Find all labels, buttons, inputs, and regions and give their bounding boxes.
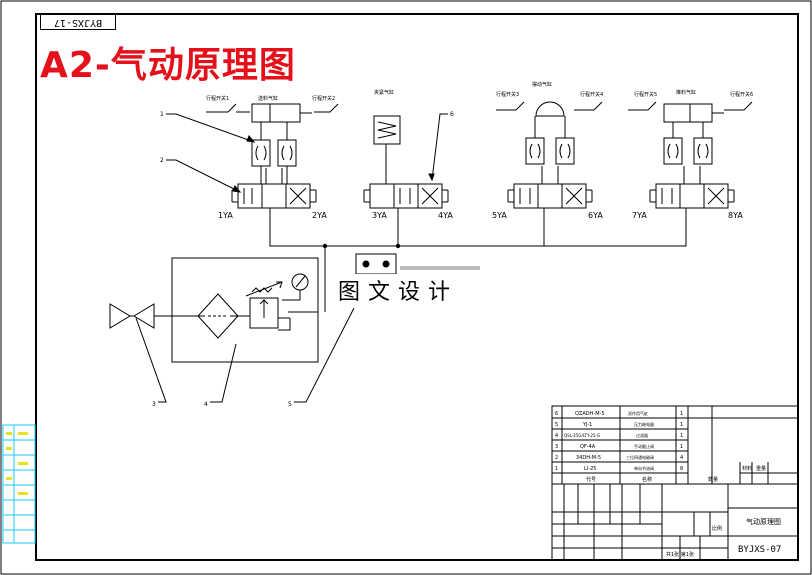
switch-label-5: 行程开关5 [634, 91, 657, 98]
callout-5: 5 [288, 401, 292, 408]
parts-list-text: 6 QZADH-M-5 双作用气缸 1 5 YJ-1 压力继电器 1 4 QSL… [555, 410, 781, 558]
coil-label-3ya: 3YA [372, 211, 387, 220]
part-row-2-code: 34DH-M-5 [576, 455, 601, 461]
drawing-name: 气动原理图 [746, 517, 781, 526]
drawing-frame [35, 13, 799, 561]
header-name: 名称 [642, 476, 652, 483]
part-row-5-name: 压力继电器 [634, 421, 654, 427]
part-row-6-name: 双作用气缸 [628, 410, 648, 416]
part-row-5-no: 5 [555, 422, 558, 428]
callout-3: 3 [152, 401, 156, 408]
callout-leaders [135, 113, 448, 403]
switch-label-1: 行程开关1 [206, 95, 229, 102]
part-row-4-code: QSL-25G/LTY-25-G [564, 433, 600, 438]
watermark-text: 图文设计 [336, 274, 461, 306]
part-row-1-code: LI-25 [584, 466, 596, 472]
header-scale: 比例 [712, 525, 722, 532]
part-row-2-name: 三位四通电磁阀 [626, 454, 654, 460]
part-row-6-code: QZADH-M-5 [575, 411, 605, 417]
actuator-label-4: 推料气缸 [676, 89, 696, 96]
part-row-1-no: 1 [555, 466, 558, 472]
callout-4: 4 [204, 401, 208, 408]
switch-label-2: 行程开关2 [312, 95, 335, 102]
part-row-5-code: YJ-1 [582, 422, 592, 428]
actuator-label-2: 夹紧气缸 [374, 89, 394, 96]
pressure-regulator-symbol [245, 281, 291, 331]
shutoff-valve-symbol [109, 303, 155, 329]
part-row-4-no: 4 [555, 433, 558, 439]
valve-group-3 [496, 101, 603, 209]
switch-label-6: 行程开关6 [730, 91, 753, 98]
filter-symbol [197, 293, 239, 339]
valve-group-2 [363, 115, 449, 209]
actuator-label-3: 摆动气缸 [532, 81, 552, 88]
coil-label-2ya: 2YA [312, 211, 327, 220]
drawing-code: BYJXS-07 [738, 545, 781, 555]
sheet-info: 共1张 第1张 [666, 551, 694, 558]
rotated-drawing-number: BYJXS-17 [40, 14, 116, 30]
part-row-6-qty: 1 [680, 411, 683, 417]
coil-label-4ya: 4YA [438, 211, 453, 220]
binding-strip [2, 424, 36, 544]
frl-unit-enclosure [171, 257, 319, 363]
part-row-3-no: 3 [555, 444, 558, 450]
part-row-2-qty: 4 [680, 455, 683, 461]
valve-group-4 [628, 101, 753, 209]
coil-label-6ya: 6YA [588, 211, 603, 220]
part-row-3-qty: 1 [680, 444, 683, 450]
part-row-4-name: 过滤器 [636, 432, 648, 438]
part-row-4-qty: 1 [680, 433, 683, 439]
banner-title: A2-气动原理图 [40, 45, 296, 86]
part-row-1-qty: 8 [680, 466, 683, 472]
callout-6: 6 [450, 111, 454, 118]
valve-labels: 1YA 2YA 3YA 4YA 5YA 6YA 7YA 8YA 送料气缸 夹紧气… [152, 81, 753, 408]
part-row-5-qty: 1 [680, 422, 683, 428]
parts-list [551, 405, 799, 561]
part-row-3-name: 手动截止阀 [634, 443, 654, 449]
callout-2: 2 [160, 157, 164, 164]
header-weight: 重量 [756, 465, 766, 472]
pressure-switch-symbol [355, 253, 480, 275]
part-row-1-name: 单向节流阀 [634, 465, 654, 471]
callout-1: 1 [160, 111, 164, 118]
header-code: 代号 [586, 476, 596, 483]
header-material: 材料 [742, 465, 752, 472]
part-row-2-no: 2 [555, 455, 558, 461]
coil-label-8ya: 8YA [728, 211, 743, 220]
switch-label-4: 行程开关4 [580, 91, 603, 98]
actuator-label-1: 送料气缸 [258, 95, 278, 102]
coil-label-5ya: 5YA [492, 211, 507, 220]
part-row-3-code: QF-4A [580, 444, 596, 450]
header-qty: 数量 [708, 476, 718, 483]
valve-group-1 [206, 103, 339, 214]
switch-label-3: 行程开关3 [496, 91, 519, 98]
coil-label-1ya: 1YA [218, 211, 233, 220]
pressure-gauge-symbol [282, 273, 309, 301]
part-row-6-no: 6 [555, 411, 558, 417]
coil-label-7ya: 7YA [632, 211, 647, 220]
